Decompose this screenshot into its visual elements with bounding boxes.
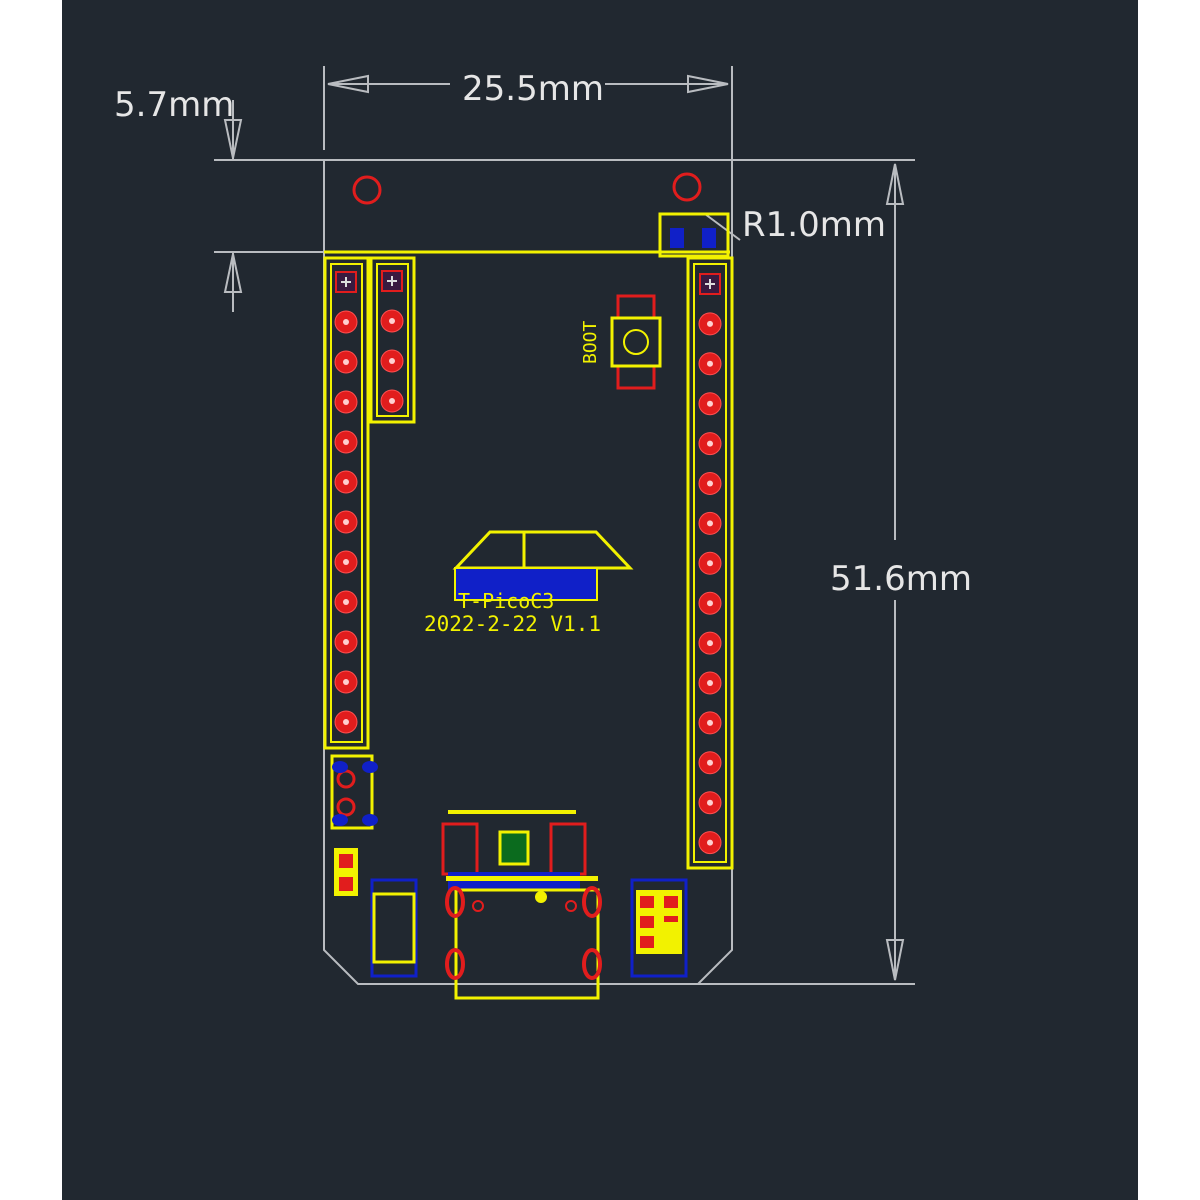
boot-button: [610, 294, 662, 390]
left-header-pin: [334, 310, 358, 334]
right-header-pin: [698, 352, 722, 376]
dimension-arrows: [223, 74, 905, 981]
header-pins: [334, 270, 722, 855]
bottom-left-button: [370, 878, 418, 978]
left-header-pin: [334, 470, 358, 494]
right-header-pin: [698, 472, 722, 495]
top-offset-dimension: 5.7mm: [114, 85, 234, 125]
right-header-pin: [698, 511, 722, 535]
corner-radius-dimension: R1.0mm: [742, 205, 886, 245]
mounting-hole-left: [352, 175, 382, 205]
boot-label: BOOT: [580, 320, 601, 364]
right-header-pin: [698, 671, 722, 695]
right-header-pin: [698, 791, 722, 815]
left-header-pin: [334, 510, 358, 534]
usb-c-connector: [441, 810, 602, 1000]
right-header-pin: [698, 751, 722, 775]
left-header-inner: [330, 263, 363, 743]
aux-header-pin: [380, 389, 404, 413]
right-header-pin: [698, 831, 722, 855]
dimension-lines: [214, 66, 915, 985]
left-header-pin: [334, 350, 358, 374]
mounting-hole-right: [672, 172, 702, 202]
aux-header-inner: [376, 263, 409, 417]
bottom-left-switch: [330, 754, 378, 896]
left-header-pin: [334, 550, 358, 574]
left-header-pin: [334, 390, 358, 414]
right-pin-header: [686, 256, 734, 870]
height-dimension: 51.6mm: [830, 559, 972, 599]
left-header-pin: [334, 630, 358, 654]
right-header-pin: [698, 631, 722, 655]
aux-header-pin: [381, 270, 403, 292]
left-header-pin: [334, 430, 358, 454]
right-header-pin: [699, 273, 721, 295]
right-header-pin: [698, 312, 722, 336]
board-name: T-PicoC3: [458, 589, 554, 613]
right-header-pin: [698, 551, 722, 575]
right-header-pin: [698, 432, 722, 456]
left-header-pin: [334, 710, 358, 734]
left-header-pin: [334, 670, 358, 694]
aux-header-pin: [380, 349, 404, 373]
aux-header-pin: [380, 309, 404, 333]
right-header-pin: [698, 392, 722, 416]
board-outline: [323, 159, 733, 985]
right-header-pin: [698, 711, 722, 735]
left-header-pin: [334, 590, 358, 614]
right-header-inner: [693, 263, 727, 863]
drawing-canvas: [62, 0, 1138, 1200]
fpc-connector: [452, 530, 634, 601]
right-header-pin: [698, 591, 722, 615]
left-pin-header: [323, 256, 370, 750]
width-dimension: 25.5mm: [462, 69, 604, 109]
left-header-pin: [335, 271, 357, 293]
top-right-component: [658, 212, 730, 258]
board-version: 2022-2-22 V1.1: [424, 612, 601, 636]
bottom-right-regulator: [630, 878, 688, 978]
aux-pin-header: [369, 256, 416, 424]
